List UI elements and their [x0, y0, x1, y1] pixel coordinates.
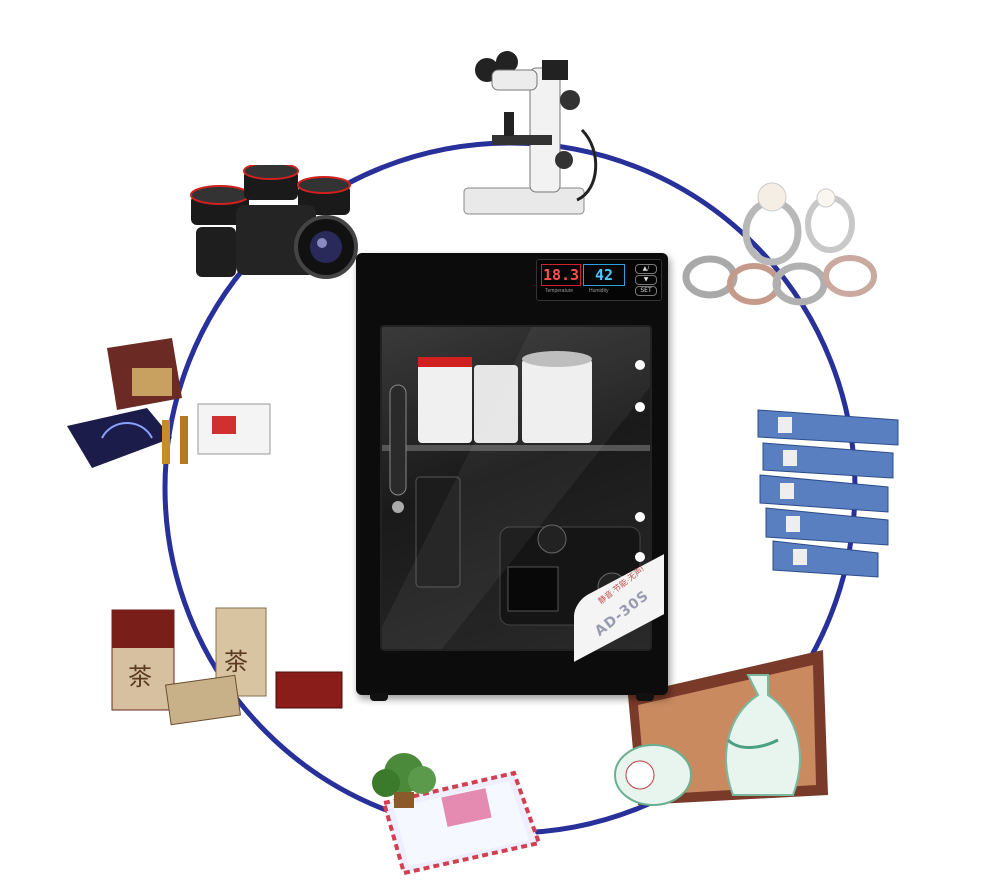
cabinet-foot-right	[636, 693, 654, 701]
humidity-caption: Humidity	[589, 288, 609, 294]
microscope-image	[452, 40, 602, 220]
tea-boxes-image: 茶 茶	[108, 600, 348, 740]
up-button[interactable]: ▲/	[635, 264, 657, 274]
stamp-album-image	[364, 748, 549, 878]
svg-text:茶: 茶	[224, 648, 248, 676]
camera-lenses-image	[186, 165, 361, 295]
down-button[interactable]: ▼	[635, 275, 657, 285]
dry-cabinet: 18.3 42 Temperature Humidity ▲/ ▼ SET	[356, 253, 668, 701]
set-button[interactable]: SET	[635, 286, 657, 296]
document-binders-image	[748, 405, 913, 590]
temperature-display: 18.3	[541, 264, 581, 286]
svg-text:茶: 茶	[128, 663, 152, 691]
temperature-caption: Temperature	[545, 288, 574, 294]
cabinet-foot-left	[370, 693, 388, 701]
pearl-rings-image	[680, 172, 890, 317]
porcelain-vases-image	[608, 645, 833, 815]
control-panel: 18.3 42 Temperature Humidity ▲/ ▼ SET	[536, 259, 662, 301]
gift-boxes-image	[62, 338, 277, 478]
humidity-display: 42	[583, 264, 625, 286]
